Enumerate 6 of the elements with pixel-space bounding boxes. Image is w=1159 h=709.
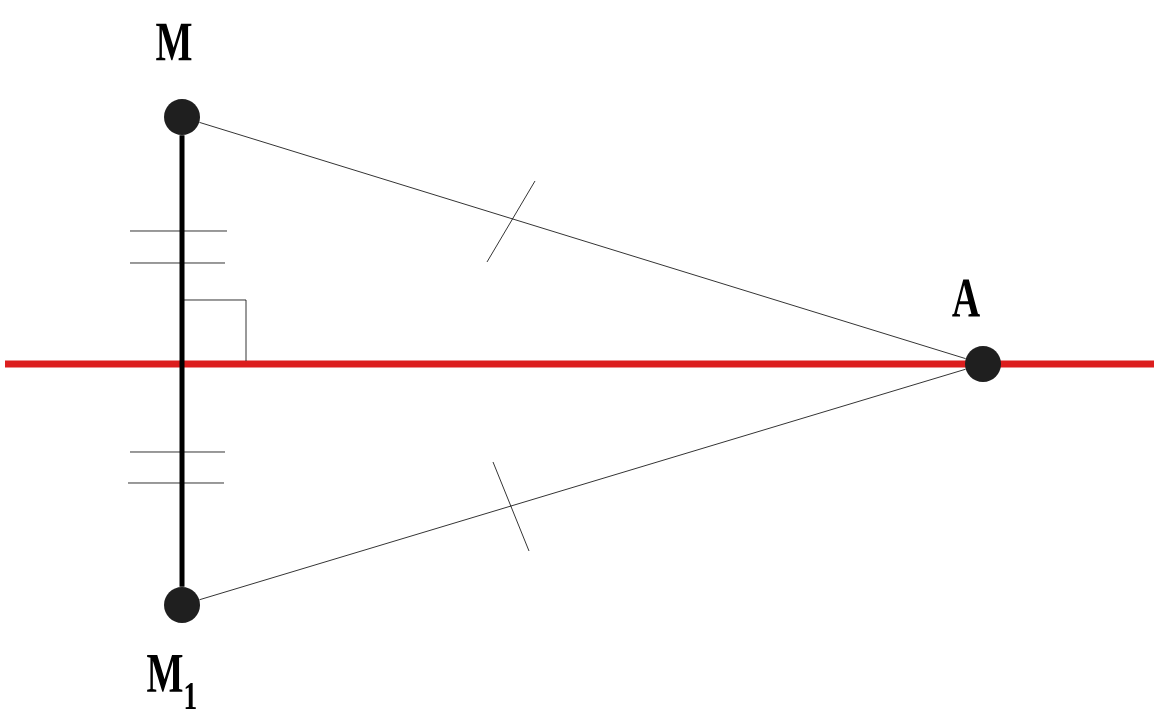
line-segment	[199, 121, 966, 360]
line-segment	[199, 368, 966, 601]
point-label: A	[952, 279, 980, 317]
point-label: M$_{1}$	[147, 655, 196, 709]
point-label: M	[156, 23, 192, 61]
line-segment	[179, 135, 185, 587]
